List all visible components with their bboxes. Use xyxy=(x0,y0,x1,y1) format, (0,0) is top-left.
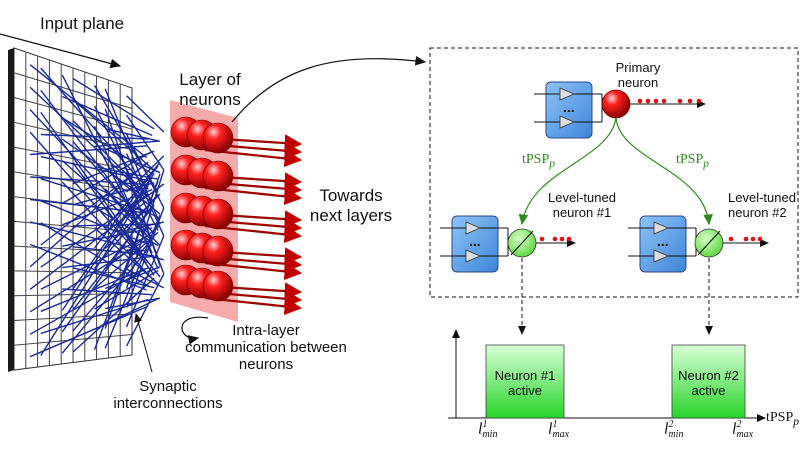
tick1-sub: max xyxy=(552,429,570,440)
level-tuned-1-label: Level-tuned neuron #1 xyxy=(534,190,630,220)
input-plane-label: Input plane xyxy=(40,14,125,33)
svg-text:...: ... xyxy=(469,233,481,249)
lt1-line2: neuron #1 xyxy=(552,205,612,220)
intra-layer-arrow xyxy=(181,316,209,345)
x-axis-base: tPSP xyxy=(766,410,794,425)
bar1-line2: active xyxy=(508,383,542,398)
primary-spike-train xyxy=(630,98,706,108)
tick0-base: l xyxy=(478,420,483,438)
tpsp-left-base: tPSP xyxy=(522,152,550,167)
level2-synapse-block: ... xyxy=(628,215,697,273)
bar2-label: Neuron #2 active xyxy=(672,368,745,398)
tick0-sup: 1 xyxy=(482,419,488,430)
tpsp-right-base: tPSP xyxy=(676,152,704,167)
synaptic-line1: Synaptic xyxy=(139,378,197,395)
bar1-line1: Neuron #1 xyxy=(494,368,556,383)
tick3-sup: 2 xyxy=(736,419,742,430)
tick3-sub: max xyxy=(736,429,754,440)
zoom-arrow xyxy=(231,56,427,123)
primary-neuron xyxy=(601,89,631,119)
zoom-box xyxy=(429,47,799,298)
bar-neuron-2 xyxy=(671,344,746,419)
tick0-sub: min xyxy=(482,429,498,440)
input-arrow xyxy=(0,33,122,69)
level-tuned-neuron-1 xyxy=(507,228,537,258)
primary-line2: neuron xyxy=(617,75,659,90)
lt2-line2: neuron #2 xyxy=(728,205,787,220)
svg-text:...: ... xyxy=(657,233,669,249)
neuron-array xyxy=(170,116,234,302)
lt2-line1: Level-tuned xyxy=(728,190,796,205)
layer-of-neurons-label: Layer of neurons xyxy=(160,70,260,110)
towards-line2: next layers xyxy=(309,206,393,225)
lt1-line1: Level-tuned xyxy=(548,190,616,205)
tick3-base: l xyxy=(732,420,737,438)
svg-text:...: ... xyxy=(563,99,575,115)
synaptic-pointer xyxy=(134,313,153,373)
synaptic-line2: interconnections xyxy=(113,395,223,412)
primary-line1: Primary xyxy=(615,60,661,75)
layer-label-line1: Layer of xyxy=(179,70,241,89)
level-tuned-1-spikes xyxy=(536,236,576,247)
tpsp-arrow-left xyxy=(518,117,617,226)
primary-synapse-block: ... xyxy=(534,81,603,139)
tpsp-arrow-right xyxy=(615,117,713,226)
level-tuned-2-spikes xyxy=(723,236,769,247)
intra-layer-label: Intra-layer communication between neuron… xyxy=(166,322,366,373)
tick1-base: l xyxy=(548,420,553,438)
x-axis-label: tPSPp xyxy=(766,410,799,428)
bar2-line2: active xyxy=(691,383,726,398)
level-tuned-2-label: Level-tuned neuron #2 xyxy=(728,190,800,220)
bar-neuron-1 xyxy=(485,344,565,419)
tick2-sub: min xyxy=(668,429,684,440)
layer-label-line2: neurons xyxy=(179,90,241,109)
bar2-line1: Neuron #2 xyxy=(678,368,739,383)
intra-line1: Intra-layer xyxy=(232,322,300,339)
x-axis-sub: p xyxy=(793,414,800,428)
bar1-label: Neuron #1 active xyxy=(486,368,564,398)
level1-synapse-block: ... xyxy=(440,215,509,273)
tpsp-right-label: tPSPp xyxy=(676,152,709,170)
synaptic-label: Synaptic interconnections xyxy=(98,378,238,412)
synaptic-interconnections xyxy=(29,64,165,358)
towards-line1: Towards xyxy=(319,186,383,205)
tick2-base: l xyxy=(664,420,669,438)
level-tuned-neuron-2 xyxy=(694,228,724,258)
tpsp-right-sub: p xyxy=(703,156,710,170)
intra-line2: communication between xyxy=(185,339,347,356)
tick2-sup: 2 xyxy=(668,419,674,430)
tpsp-left-label: tPSPp xyxy=(522,152,555,170)
primary-neuron-label: Primary neuron xyxy=(596,60,680,90)
tick1-sup: 1 xyxy=(552,419,558,430)
towards-next-layers-label: Towards next layers xyxy=(296,186,406,226)
intra-line3: neurons xyxy=(238,356,294,373)
tpsp-left-sub: p xyxy=(549,156,556,170)
